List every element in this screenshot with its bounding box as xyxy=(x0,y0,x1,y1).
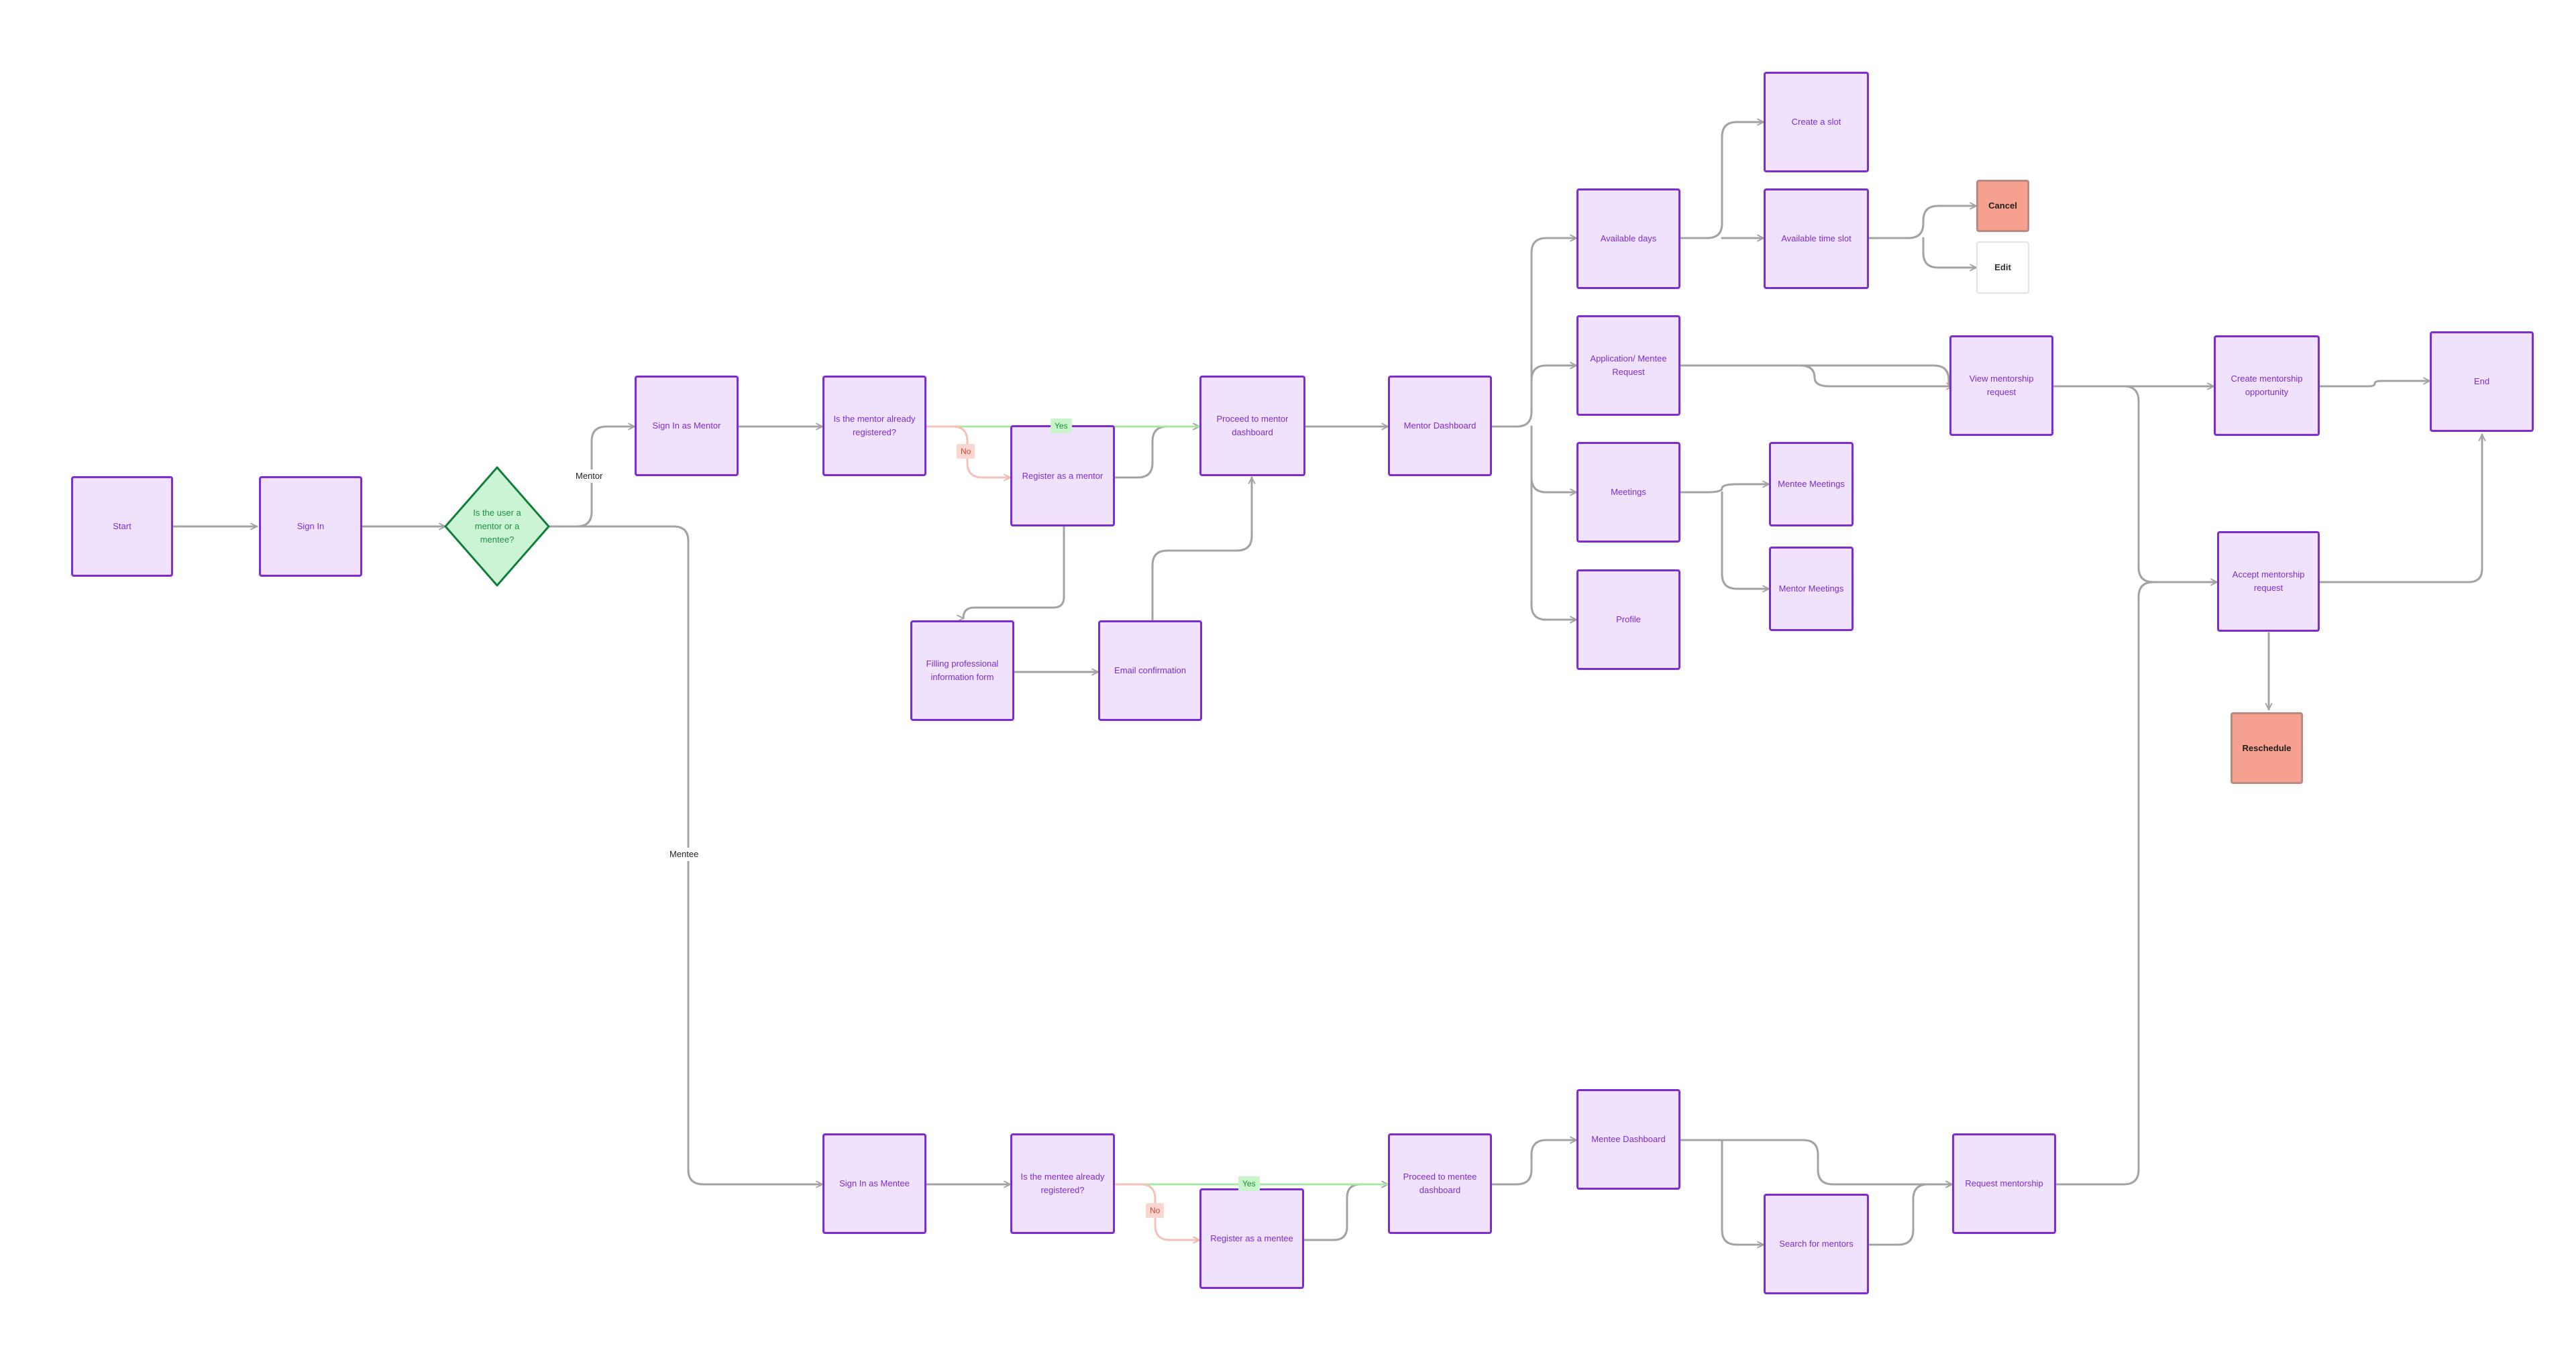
edge-view-accept xyxy=(2052,385,2218,582)
edge-days-slot xyxy=(1679,122,1765,239)
node-filling-form[interactable]: Filling professional information form xyxy=(910,620,1014,721)
edge-opportunity-end xyxy=(2318,381,2431,388)
node-view-request[interactable]: View mentorship request xyxy=(1949,335,2053,436)
edge-timeslot-edit xyxy=(1922,237,1978,268)
edge-meetings-mentor xyxy=(1721,491,1770,589)
node-reschedule[interactable]: Reschedule xyxy=(2231,712,2303,784)
edge-dashboard-days xyxy=(1491,238,1578,428)
edge-register-form xyxy=(963,525,1065,620)
edge-search-request xyxy=(1868,1184,1953,1246)
node-profile[interactable]: Profile xyxy=(1576,569,1680,670)
node-available-days[interactable]: Available days xyxy=(1576,188,1680,289)
edge-proceedmentee-dashboard xyxy=(1491,1140,1578,1186)
edge-application-view xyxy=(1679,364,1954,386)
node-create-opportunity[interactable]: Create mentorship opportunity xyxy=(2214,335,2320,436)
node-mentor-dashboard[interactable]: Mentor Dashboard xyxy=(1388,376,1492,476)
edge-email-proceed xyxy=(1151,476,1252,622)
node-decision-label[interactable]: Is the user a mentor or a mentee? xyxy=(473,508,521,545)
node-application-request[interactable]: Application/ Mentee Request xyxy=(1576,315,1680,416)
node-register-mentor[interactable]: Register as a mentor xyxy=(1010,425,1115,526)
node-mentee-registered[interactable]: Is the mentee already registered? xyxy=(1010,1133,1115,1234)
edge-timeslot-cancel xyxy=(1868,206,1978,239)
node-sign-in[interactable]: Sign In xyxy=(259,476,362,577)
edge-label-mentee: Mentee xyxy=(667,848,702,861)
node-request-mentorship[interactable]: Request mentorship xyxy=(1952,1133,2056,1234)
edge-menteedash-request xyxy=(1679,1139,1953,1184)
node-search-mentors[interactable]: Search for mentors xyxy=(1764,1194,1869,1294)
node-start[interactable]: Start xyxy=(71,476,173,577)
decision-diamond xyxy=(444,466,550,587)
edge-request-accept xyxy=(2055,581,2155,1186)
node-available-time-slot[interactable]: Available time slot xyxy=(1764,188,1869,289)
edge-register-proceed xyxy=(1114,427,1201,479)
node-mentor-meetings[interactable]: Mentor Meetings xyxy=(1769,547,1854,631)
node-meetings[interactable]: Meetings xyxy=(1576,442,1680,543)
edge-accept-end xyxy=(2318,433,2482,583)
node-proceed-mentee[interactable]: Proceed to mentee dashboard xyxy=(1388,1133,1492,1234)
tag-yes-mentor: Yes xyxy=(1051,418,1072,433)
node-email-confirmation[interactable]: Email confirmation xyxy=(1098,620,1202,721)
node-cancel[interactable]: Cancel xyxy=(1976,180,2029,232)
tag-no-mentor: No xyxy=(957,444,975,459)
node-mentee-dashboard[interactable]: Mentee Dashboard xyxy=(1576,1089,1680,1190)
edge-application-view-2 xyxy=(1679,364,2215,386)
node-end[interactable]: End xyxy=(2430,331,2534,432)
edge-dashboard-application xyxy=(1530,365,1578,413)
edge-dashboard-meetings xyxy=(1530,425,1578,492)
node-sign-in-mentor[interactable]: Sign In as Mentor xyxy=(635,376,739,476)
edge-label-mentor: Mentor xyxy=(573,469,606,483)
node-mentor-registered[interactable]: Is the mentor already registered? xyxy=(822,376,926,476)
node-edit[interactable]: Edit xyxy=(1976,241,2029,294)
node-create-slot[interactable]: Create a slot xyxy=(1764,72,1869,172)
node-mentee-meetings[interactable]: Mentee Meetings xyxy=(1769,442,1854,526)
node-accept-request[interactable]: Accept mentorship request xyxy=(2217,531,2320,632)
edge-menteedash-search xyxy=(1721,1139,1765,1245)
edge-dashboard-profile xyxy=(1530,476,1578,620)
tag-yes-mentee: Yes xyxy=(1238,1176,1260,1191)
edge-registermentee-proceed xyxy=(1303,1184,1389,1241)
node-register-mentee[interactable]: Register as a mentee xyxy=(1199,1188,1304,1289)
node-sign-in-mentee[interactable]: Sign In as Mentee xyxy=(822,1133,926,1234)
edge-meetings-mentee xyxy=(1679,484,1770,494)
node-proceed-mentor[interactable]: Proceed to mentor dashboard xyxy=(1199,376,1305,476)
tag-no-mentee: No xyxy=(1146,1203,1165,1218)
